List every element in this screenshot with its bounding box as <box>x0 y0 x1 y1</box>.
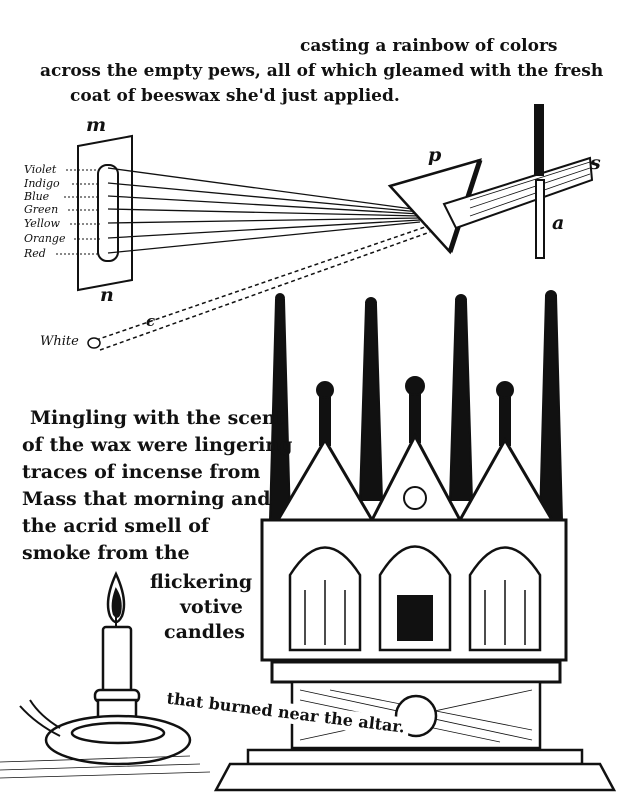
label-white: White <box>40 334 79 349</box>
label-blue: Blue <box>24 190 50 203</box>
label-p: p <box>428 144 442 166</box>
paragraph-line-1: Mingling with the scent <box>30 407 285 429</box>
caption-line-2: across the empty pews, all of which glea… <box>40 61 604 81</box>
spectrum-rays <box>107 167 421 254</box>
shutter-top <box>534 104 544 176</box>
prism-diagram <box>56 104 594 351</box>
paragraph-line-4: Mass that morning and <box>22 488 271 510</box>
paragraph-line-5: the acrid smell of <box>22 515 210 537</box>
label-m: m <box>86 114 107 136</box>
label-green: Green <box>24 203 59 216</box>
label-s: s <box>590 152 601 174</box>
screen-panel <box>77 134 133 292</box>
label-n: n <box>100 284 114 306</box>
label-a: a <box>552 212 565 234</box>
label-c: c <box>146 312 156 330</box>
paragraph-line-2: of the wax were lingering <box>22 434 293 456</box>
shutter-bottom <box>535 179 545 259</box>
candle-body <box>101 625 133 697</box>
caption-line-1: casting a rainbow of colors <box>300 36 558 56</box>
caption-line-3: coat of beeswax she'd just applied. <box>70 86 400 106</box>
paragraph-line-3: traces of incense from <box>22 461 261 483</box>
paragraph-line-8: votive <box>180 596 243 618</box>
paragraph-line-7: flickering <box>150 571 253 593</box>
label-violet: Violet <box>24 163 57 176</box>
paragraph-line-9: candles <box>164 621 245 643</box>
finials <box>316 376 514 446</box>
spectrum-band <box>97 164 119 262</box>
label-ticks <box>56 169 100 255</box>
paragraph-line-6: smoke from the <box>22 542 190 564</box>
label-orange: Orange <box>24 232 66 245</box>
altar-step-2 <box>213 762 617 792</box>
label-red: Red <box>24 247 46 260</box>
label-indigo: Indigo <box>24 177 60 190</box>
white-ray-end <box>87 337 101 349</box>
label-yellow: Yellow <box>24 217 60 230</box>
